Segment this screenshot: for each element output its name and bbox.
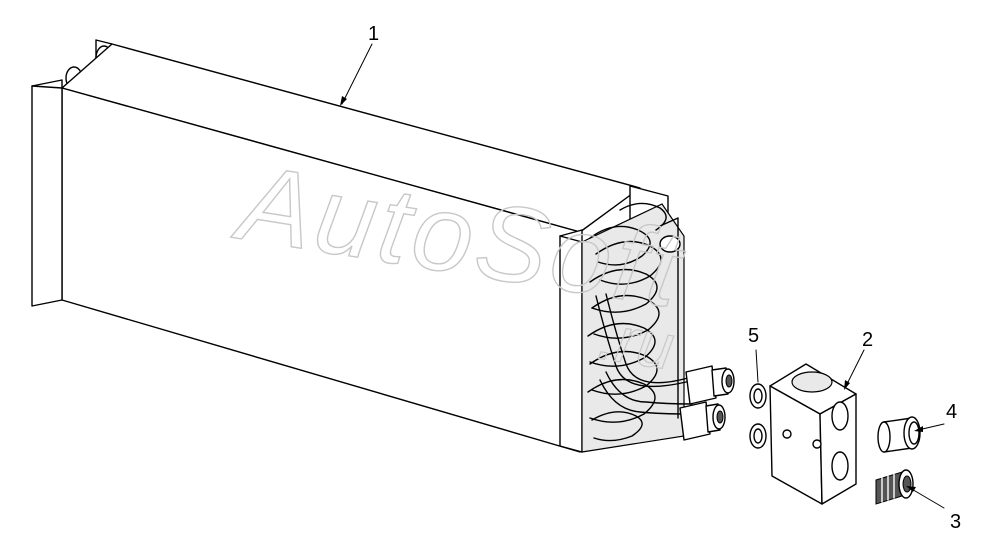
coil-tubes [581, 202, 685, 453]
callout-5: 5 [748, 325, 759, 347]
lower-fitting [679, 401, 726, 441]
upper-fitting [685, 365, 735, 405]
callout-1: 1 [368, 23, 379, 45]
callout-2: 2 [862, 329, 873, 351]
callout-4: 4 [946, 401, 957, 423]
refrigerant-lines [595, 293, 735, 441]
callout-3: 3 [950, 511, 961, 533]
evaporator-core [31, 39, 735, 453]
expansion-valve-block [769, 363, 857, 505]
leader-lines [340, 43, 945, 509]
watermark-suffix: .ru [594, 301, 679, 384]
plug [877, 416, 921, 453]
threaded-cap [875, 469, 914, 505]
callout-labels: 1 2 3 4 5 [368, 23, 961, 533]
o-rings [749, 383, 767, 449]
